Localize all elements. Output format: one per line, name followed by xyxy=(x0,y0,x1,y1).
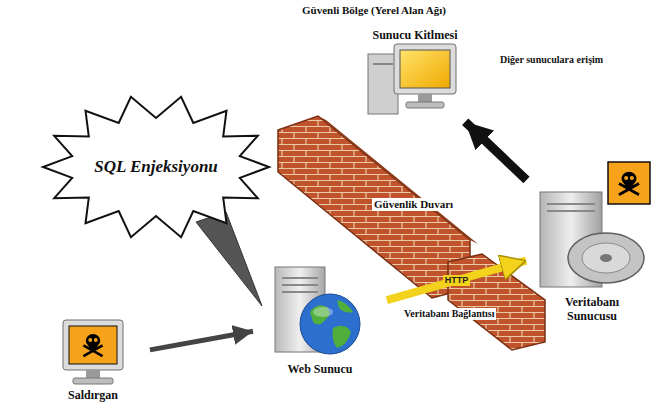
attacker-computer-icon-part xyxy=(73,378,113,384)
skull-symbol xyxy=(619,172,639,195)
skull-symbol-part xyxy=(625,184,634,188)
burst-tail-part xyxy=(196,212,262,306)
burst-tail xyxy=(196,212,262,306)
web-server-icon-part xyxy=(313,307,333,317)
connection-label: Veritabanı Bağlantısı xyxy=(402,308,496,320)
access-note: Diğer sunuculara erişim xyxy=(498,54,605,66)
firewall-label: Güvenlik Duvarı xyxy=(372,198,455,211)
database-server-icon-part xyxy=(547,210,595,212)
web-server-icon-part xyxy=(300,294,360,354)
query-arrow xyxy=(387,261,526,301)
attacker-computer-icon-part xyxy=(63,320,123,370)
database-server-icon xyxy=(528,160,656,295)
node-label: Saldırgan xyxy=(38,388,148,402)
web-server-icon-part xyxy=(282,277,318,279)
skull-symbol-part xyxy=(94,338,98,342)
node-label: Veritabanı Sunucusu xyxy=(547,295,637,324)
firewall-wall xyxy=(278,116,545,350)
edge-label: HTTP xyxy=(443,275,471,286)
web-server: Web Sunucu xyxy=(255,262,385,376)
node-label: Web Sunucu xyxy=(255,362,385,376)
web-server-icon xyxy=(255,262,385,362)
database-server: Veritabanı Sunucusu xyxy=(528,160,656,324)
skull-symbol xyxy=(83,334,102,356)
lan-computer-icon-part xyxy=(373,63,393,65)
skull-symbol-part xyxy=(630,176,634,180)
web-server-icon-part xyxy=(282,291,318,293)
database-server-icon-part xyxy=(582,243,630,273)
node-label: SQL Enjeksiyonu xyxy=(94,157,218,177)
database-server-icon-part xyxy=(608,162,650,204)
skull-symbol-part xyxy=(619,184,639,195)
skull-symbol-part xyxy=(624,176,628,180)
web-server-icon-part xyxy=(282,284,318,286)
firewall-wall-part xyxy=(318,116,478,244)
lan-computer-icon xyxy=(362,42,468,120)
web-server-icon-part xyxy=(337,300,353,313)
lan-computer: Sunucu Kitlmesi xyxy=(362,28,468,120)
skull-symbol-part xyxy=(622,172,637,186)
starburst-shape-part xyxy=(43,97,269,237)
skull-symbol-part xyxy=(89,345,97,349)
attacker-computer-icon-part xyxy=(69,326,117,364)
database-server-icon-part xyxy=(547,203,595,205)
database-server-icon-part xyxy=(600,254,612,262)
lan-computer-icon-part xyxy=(394,44,456,94)
attack-arrow xyxy=(150,331,253,350)
skull-symbol-part xyxy=(88,338,92,342)
skull-symbol-part xyxy=(83,345,102,356)
attacker-computer-icon xyxy=(38,318,148,388)
lan-computer-icon-part xyxy=(418,94,432,102)
attacker-computer: Saldırgan xyxy=(38,318,148,402)
sql-injection-burst: SQL Enjeksiyonu xyxy=(40,92,272,242)
lan-computer-icon-part xyxy=(400,50,450,88)
skull-symbol-part xyxy=(86,334,100,347)
lan-computer-icon-part xyxy=(406,102,444,108)
skull-symbol-part xyxy=(83,345,102,356)
zone-label: Güvenli Bölge (Yerel Alan Ağı) xyxy=(300,4,448,17)
web-server-icon-part xyxy=(333,326,352,348)
node-label: Sunucu Kitlmesi xyxy=(362,28,468,42)
skull-symbol-part xyxy=(619,184,639,195)
attacker-computer-icon-part xyxy=(86,370,100,378)
database-server-icon-part xyxy=(568,233,644,283)
access-arrow xyxy=(465,122,526,180)
